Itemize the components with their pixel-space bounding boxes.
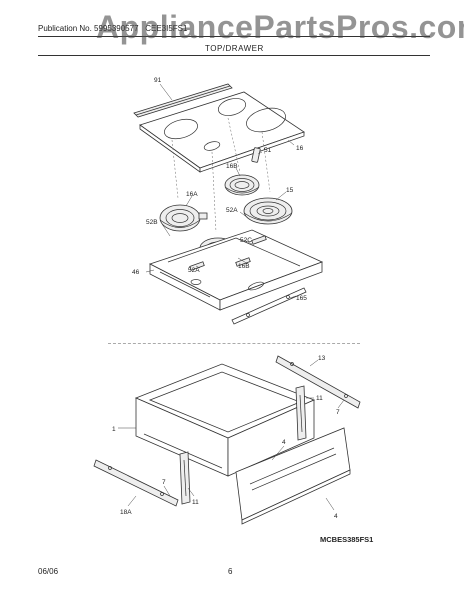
callout-11-right: 11 bbox=[316, 395, 323, 402]
page-title: TOP/DRAWER bbox=[205, 44, 264, 53]
front-slide-rail bbox=[93, 459, 179, 507]
callout-46: 46 bbox=[132, 269, 140, 276]
callout-16b-lower: 16B bbox=[238, 263, 250, 270]
callout-52a-lower: 52A bbox=[188, 267, 200, 274]
drawer-body bbox=[134, 363, 316, 477]
drawer-front-panel bbox=[235, 427, 351, 525]
connector-part bbox=[251, 147, 261, 163]
callout-16: 16 bbox=[296, 145, 304, 152]
callout-7-left: 7 bbox=[162, 479, 166, 486]
callout-7-right: 7 bbox=[336, 409, 340, 416]
drawer-callouts: 13 11 7 1 4 11 7 18A 4 bbox=[112, 355, 340, 520]
top-leaders bbox=[145, 83, 297, 299]
burner-16a bbox=[159, 204, 208, 232]
callout-13: 13 bbox=[318, 355, 326, 362]
callout-4-top: 4 bbox=[282, 439, 286, 446]
drawer-slide-left bbox=[179, 451, 191, 505]
burner-15 bbox=[243, 197, 293, 225]
model-code: MCBES385FS1 bbox=[320, 535, 374, 544]
burner-16b-top bbox=[224, 174, 260, 196]
callout-16b-top: 16B bbox=[226, 163, 238, 170]
burner-box-bracket bbox=[231, 287, 307, 325]
burner-box bbox=[148, 229, 324, 311]
header-rule bbox=[38, 36, 430, 37]
drawer-slide-right bbox=[295, 385, 307, 441]
model-number: CEE3I5FS1 bbox=[145, 24, 188, 33]
callout-18a: 18A bbox=[120, 509, 132, 516]
callout-51: 51 bbox=[264, 147, 272, 154]
publication-number: Publication No. 5995390577 bbox=[38, 24, 139, 33]
watermark: AppliancePartsPros.com bbox=[96, 9, 464, 45]
callout-1: 1 bbox=[112, 426, 116, 433]
page-number: 6 bbox=[228, 567, 233, 576]
title-rule bbox=[38, 55, 430, 56]
footer-date: 06/06 bbox=[38, 567, 59, 576]
callout-52a-top: 52A bbox=[226, 207, 238, 214]
section-divider bbox=[108, 343, 360, 344]
callout-91: 91 bbox=[154, 77, 162, 84]
callout-11-left: 11 bbox=[192, 499, 199, 506]
cooktop-glass bbox=[139, 91, 305, 173]
callout-4-bottom: 4 bbox=[334, 513, 338, 520]
drawer-leaders bbox=[118, 359, 345, 511]
callout-16a: 16A bbox=[186, 191, 198, 198]
trim-strip bbox=[133, 83, 233, 118]
callout-165: 165 bbox=[296, 295, 307, 302]
callout-52c: 52C bbox=[240, 237, 252, 244]
callout-52b: 52B bbox=[146, 219, 158, 226]
rear-slide-rail bbox=[275, 355, 361, 409]
guide-lines bbox=[171, 117, 271, 233]
publication-header: Publication No. 5995390577 CEE3I5FS1 bbox=[38, 24, 187, 33]
top-callouts: 91 16 51 16B 15 16A 52A 52B 52C 52A 16B … bbox=[132, 77, 307, 302]
callout-15: 15 bbox=[286, 187, 294, 194]
